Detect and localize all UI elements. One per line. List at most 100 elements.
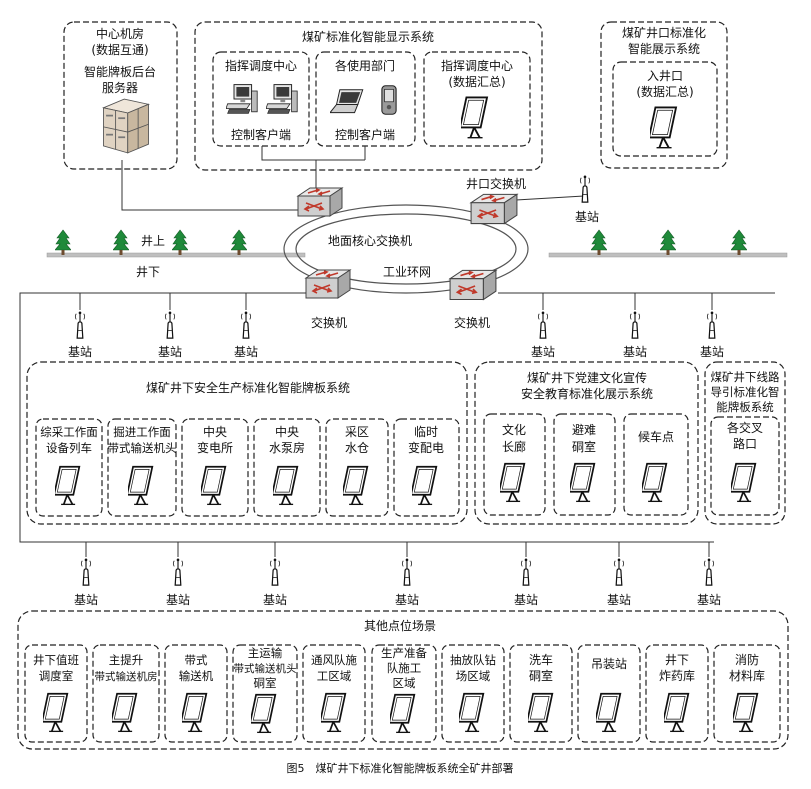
tree-icon [591, 229, 607, 255]
scene-item-label-1: 通风队施 [311, 653, 357, 667]
other-scenes-box: 其他点位场景 井下值班 调度室 主提升 带式输送机房 带式 输送机 主运输 带式… [17, 610, 789, 750]
culture-system-title-2: 安全教育标准化展示系统 [521, 386, 653, 401]
wellhead-system-box: 煤矿井口标准化 智能展示系统 入井口 (数据汇总) [600, 21, 728, 169]
phone-icon [381, 85, 397, 115]
route-item-label-1: 各交叉 [727, 420, 763, 435]
scene-item: 带式 输送机 [164, 644, 228, 743]
route-system-title-1: 煤矿井下线路 [711, 370, 780, 384]
safety-item-label-2: 水泵房 [269, 440, 305, 455]
desktop-pc-icon [266, 84, 298, 114]
base-station-label: 基站 [700, 345, 724, 359]
base-station-label: 基站 [531, 345, 555, 359]
scene-item-label-1: 井下 [665, 653, 689, 667]
scene-item-label-2: 调度室 [39, 669, 74, 683]
scene-item-label-2: 输送机 [179, 669, 214, 683]
display-board-icon [182, 692, 208, 733]
server-icon [103, 98, 149, 154]
culture-system-title-1: 煤矿井下党建文化宣传 [527, 370, 647, 385]
base-station-label: 基站 [68, 345, 92, 359]
dispatch-center-2-label: 指挥调度中心 [441, 58, 513, 73]
route-item-label-2: 路口 [733, 436, 757, 451]
display-board-icon [201, 465, 227, 506]
antenna-icon [613, 557, 625, 586]
culture-item-label-1: 避难 [572, 423, 596, 437]
data-summary-label: (数据汇总) [448, 74, 505, 89]
above-ground-label: 井上 [141, 234, 165, 248]
display-board-icon [343, 465, 369, 506]
desktop-pc-icon [226, 84, 258, 114]
server-label-2: 服务器 [102, 80, 138, 95]
display-board-icon [570, 462, 596, 503]
safety-item: 掘进工作面 带式输送机头 [107, 418, 177, 517]
display-system-title: 煤矿标准化智能显示系统 [302, 29, 434, 44]
scene-item: 吊装站 [577, 644, 641, 743]
scene-item-label-1: 主提升 [109, 653, 144, 667]
display-system-box: 煤矿标准化智能显示系统 指挥调度中心 控制客户端 各使用部门 控制客户端 指挥调… [194, 21, 543, 171]
ring-network-inner [295, 213, 517, 285]
safety-item: 临时 变配电 [393, 418, 460, 517]
safety-item-label-1: 综采工作面 [40, 425, 98, 439]
antenna-icon [520, 557, 532, 586]
underground-label: 井下 [136, 265, 160, 279]
scene-item-label-1: 带式 [185, 653, 208, 667]
switch-right-icon [449, 269, 497, 301]
display-board-icon [459, 692, 485, 733]
safety-item: 采区 水仓 [325, 418, 389, 517]
base-station-surface-label: 基站 [575, 210, 599, 224]
display-board-icon [390, 693, 416, 734]
display-board-icon [251, 693, 277, 734]
tree-icon [113, 229, 129, 255]
display-board-icon [461, 96, 489, 139]
scene-item-label-1: 吊装站 [591, 657, 627, 671]
antenna-icon [401, 557, 413, 586]
base-station-label: 基站 [623, 345, 647, 359]
base-station-label: 基站 [395, 593, 419, 607]
center-room-box: 中心机房 (数据互通) 智能牌板后台 服务器 [63, 21, 178, 170]
entrance-label: 入井口 [647, 69, 683, 83]
scene-item: 消防 材料库 [713, 644, 781, 743]
base-station-label: 基站 [166, 593, 190, 607]
base-station-label: 基站 [514, 593, 538, 607]
safety-item-label-2: 变电所 [197, 440, 233, 455]
scene-item-label-1: 井下值班 [33, 653, 79, 667]
display-board-icon [664, 692, 690, 733]
antenna-icon [172, 557, 184, 586]
safety-system-box: 煤矿井下安全生产标准化智能牌板系统 综采工作面 设备列车 掘进工作面 带式输送机… [26, 361, 468, 525]
display-board-icon [731, 462, 757, 503]
antenna-icon [80, 557, 92, 586]
display-board-icon [412, 465, 438, 506]
server-label-1: 智能牌板后台 [84, 64, 156, 79]
scene-item: 通风队施 工区域 [302, 644, 366, 743]
trees-right [591, 229, 747, 255]
safety-item-label-2: 水仓 [345, 441, 369, 455]
safety-item: 综采工作面 设备列车 [35, 418, 103, 517]
base-stations-row1: 基站 基站 基站 基站 基站 基站 [68, 310, 724, 359]
entrance-data-summary: (数据汇总) [636, 84, 693, 99]
underground-wires-row2 [85, 542, 710, 557]
tree-icon [231, 229, 247, 255]
safety-item-label-1: 临时 [414, 425, 438, 439]
display-board-icon [500, 462, 526, 503]
culture-item: 文化 长廊 [483, 413, 546, 516]
top-wires [121, 146, 585, 211]
control-client-label: 控制客户端 [335, 127, 395, 142]
core-switch-icon [297, 187, 343, 217]
control-client-label: 控制客户端 [231, 127, 291, 142]
safety-item-label-1: 掘进工作面 [113, 425, 171, 439]
scene-item: 生产准备 队施工 区域 [371, 644, 437, 743]
antenna-icon [164, 310, 176, 339]
display-board-icon [642, 462, 668, 503]
scene-item: 井下 炸药库 [645, 644, 709, 743]
scene-item-label-1: 主运输 [248, 646, 283, 660]
scene-item-label-2: 带式输送机房 [95, 670, 158, 683]
safety-system-title: 煤矿井下安全生产标准化智能牌板系统 [146, 380, 350, 395]
scene-item-label-2: 材料库 [729, 668, 765, 683]
scene-item: 主运输 带式输送机头 硐室 [232, 644, 298, 743]
safety-item: 中央 水泵房 [253, 418, 321, 517]
antenna-icon [269, 557, 281, 586]
antenna-icon [74, 310, 86, 339]
scene-item-label-2: 场区域 [456, 669, 491, 683]
safety-item-label-1: 中央 [203, 424, 227, 439]
tree-icon [55, 229, 71, 255]
